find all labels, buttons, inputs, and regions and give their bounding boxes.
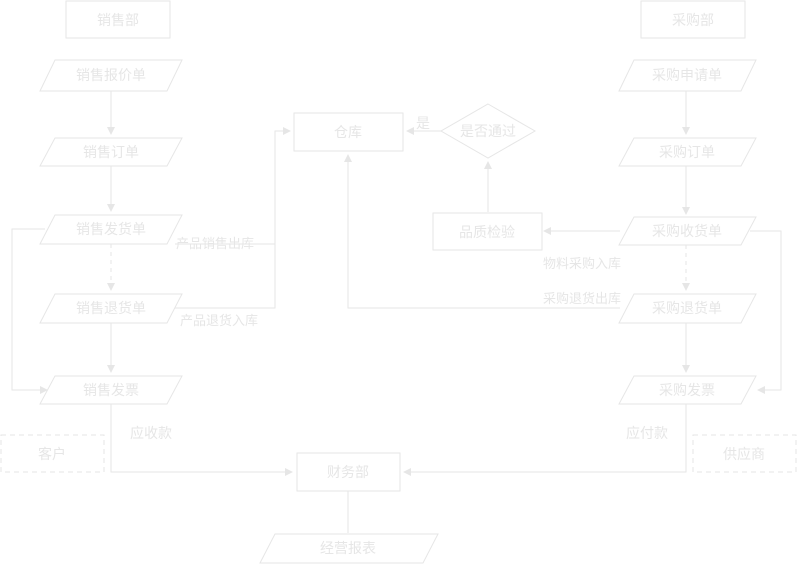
sales-return: 销售退货单	[39, 293, 183, 324]
sales-quote-shape	[39, 59, 183, 92]
purchasing-department: 采购部	[640, 0, 746, 39]
purchase-return-out-label: 采购退货出库	[543, 291, 621, 307]
quality-check-label: 品质检验	[459, 225, 515, 241]
receivable-label: 应收款	[130, 425, 172, 442]
product-return-in-label: 产品退货入库	[180, 313, 258, 329]
yes-label: 是	[416, 116, 430, 132]
connectors	[11, 91, 782, 533]
supplier-box	[692, 434, 797, 473]
supplier: 供应商	[692, 434, 797, 473]
purchasing-dept-box	[640, 0, 746, 39]
sales-return-label: 销售退货单	[76, 300, 146, 317]
sales-return-shape	[39, 293, 183, 324]
sales-delivery-label: 销售发货单	[76, 221, 146, 238]
decision: 是否通过	[439, 103, 537, 159]
purchase-invoice: 采购发票	[618, 375, 757, 405]
supplier-label: 供应商	[723, 446, 765, 463]
sales-dept-box	[65, 0, 171, 39]
payable-label: 应付款	[626, 425, 668, 442]
finance: 财务部	[296, 452, 401, 492]
sales-invoice-label: 销售发票	[83, 383, 139, 399]
purchase-invoice-shape	[618, 375, 757, 405]
sales-order-label: 销售订单	[83, 145, 139, 161]
sales-delivery-shape	[39, 214, 183, 245]
arrow-return-to-warehouse	[175, 244, 276, 309]
purchase-request: 采购申请单	[618, 59, 757, 92]
product-out-label: 产品销售出库	[176, 236, 254, 252]
purchase-receipt: 采购收货单	[618, 216, 757, 246]
customer: 客户	[0, 434, 105, 473]
warehouse: 仓库	[293, 112, 404, 152]
sales-delivery: 销售发货单	[39, 214, 183, 245]
operating-report: 经营报表	[259, 533, 439, 564]
customer-label: 客户	[38, 446, 66, 463]
arrow-receipt-to-invoice-loop	[750, 230, 782, 394]
sales-invoice: 销售发票	[39, 375, 183, 405]
decision-diamond	[439, 103, 537, 159]
sales-quote: 销售报价单	[39, 59, 183, 92]
warehouse-label: 仓库	[334, 125, 362, 141]
purchase-order-label: 采购订单	[659, 145, 715, 161]
material-in-label: 物料采购入库	[543, 256, 621, 272]
sales-quote-label: 销售报价单	[76, 68, 146, 84]
purchase-request-label: 采购申请单	[652, 68, 722, 84]
customer-box	[0, 434, 105, 473]
decision-label: 是否通过	[460, 124, 516, 140]
purchase-order-shape	[618, 137, 757, 167]
warehouse-box	[293, 112, 404, 152]
arrow-sales-invoice-to-finance	[110, 404, 293, 476]
quality-check: 品质检验	[432, 212, 543, 251]
operating-report-label: 经营报表	[320, 541, 376, 557]
operating-report-shape	[259, 533, 439, 564]
purchase-order: 采购订单	[618, 137, 757, 167]
purchase-request-shape	[618, 59, 757, 92]
finance-label: 财务部	[327, 465, 369, 481]
arrow-delivery-to-warehouse	[175, 127, 291, 245]
arrow-delivery-to-invoice-loop	[11, 228, 48, 394]
purchase-receipt-label: 采购收货单	[652, 223, 722, 240]
purchase-invoice-label: 采购发票	[659, 383, 715, 399]
sales-dept-label: 销售部	[97, 13, 139, 29]
purchasing-dept-label: 采购部	[672, 13, 714, 29]
sales-invoice-shape	[39, 375, 183, 405]
purchase-receipt-shape	[618, 216, 757, 246]
arrow-purchase-invoice-to-finance	[403, 404, 687, 476]
purchase-return: 采购退货单	[618, 293, 757, 324]
finance-box	[296, 452, 401, 492]
purchase-return-label: 采购退货单	[652, 300, 722, 317]
purchase-return-shape	[618, 293, 757, 324]
sales-order: 销售订单	[39, 137, 183, 167]
sales-order-shape	[39, 137, 183, 167]
arrow-preturn-to-warehouse	[344, 154, 620, 309]
quality-check-box	[432, 212, 543, 251]
sales-department: 销售部	[65, 0, 171, 39]
